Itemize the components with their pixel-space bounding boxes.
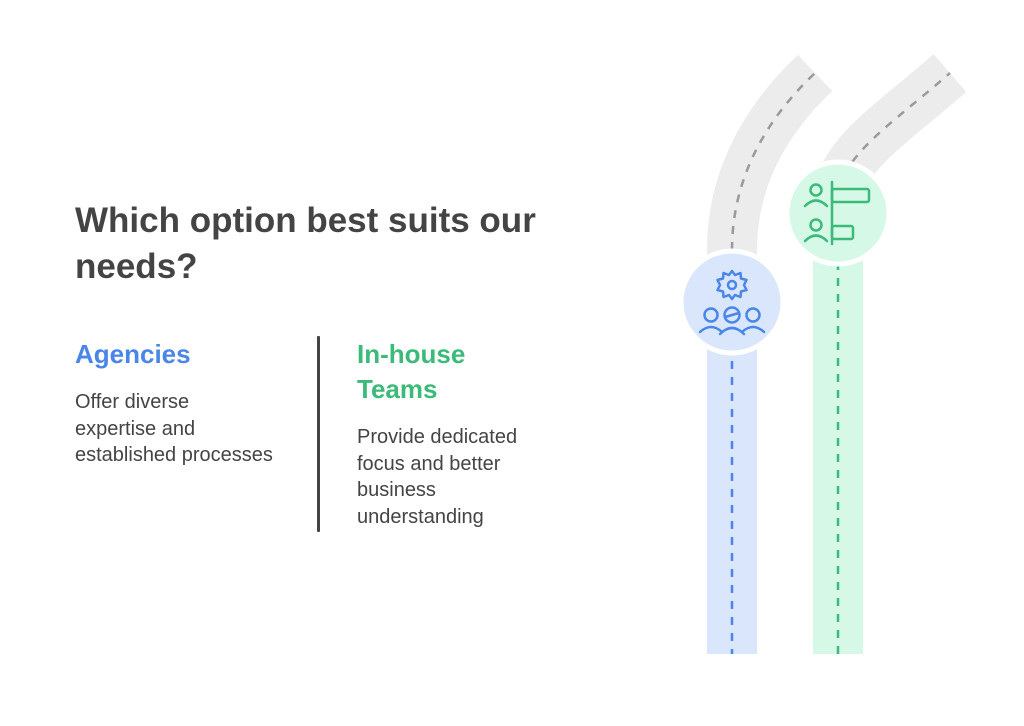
agencies-road-dashes <box>730 72 816 251</box>
team-gear-icon <box>698 269 766 336</box>
inhouse-teams-title: In-house Teams <box>357 339 466 404</box>
agencies-node <box>678 248 786 356</box>
inhouse-lane <box>813 215 863 654</box>
agencies-title: Agencies <box>75 339 191 369</box>
inhouse-teams-description: Provide dedicated focus and better busin… <box>357 426 518 528</box>
page-title: Which option best suits our needs? <box>75 201 536 286</box>
inhouse-road-dashes <box>836 72 951 191</box>
people-hierarchy-icon <box>803 180 871 246</box>
inhouse-node <box>784 159 892 267</box>
option-divider <box>317 336 320 532</box>
agencies-description: Offer diverse expertise and established … <box>75 391 273 466</box>
agencies-road-curve <box>707 54 833 300</box>
